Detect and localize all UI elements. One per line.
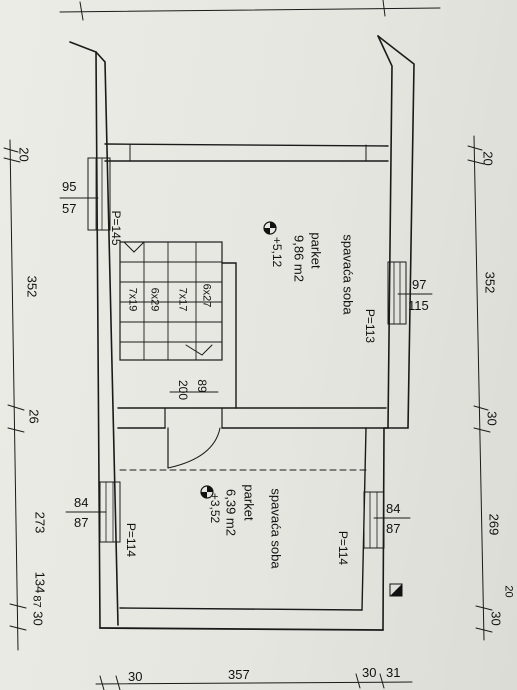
window-right-top-sill: P=113 <box>363 308 377 344</box>
right-dim-4: 269 <box>486 513 502 536</box>
dimension-tick <box>99 675 105 690</box>
door-width: 89 <box>195 379 209 393</box>
top-tick <box>79 1 84 21</box>
dimension-tick <box>355 673 361 689</box>
window-right-top-width: 97 <box>412 277 427 292</box>
room-lower-level: +3,52 <box>208 492 222 524</box>
dimension-tick <box>467 145 483 151</box>
window-right-bottom <box>363 491 385 549</box>
room-upper-name: spavaća soba <box>340 234 356 315</box>
window-left-bottom-sill: P=114 <box>124 522 138 558</box>
dimension-tick <box>473 427 491 433</box>
dimension-tick <box>3 147 19 153</box>
left-dimension-line <box>9 139 19 651</box>
window-right-bottom-width: 84 <box>386 501 401 516</box>
dimension-tick <box>9 603 27 609</box>
right-dimension-line <box>473 135 485 641</box>
left-dim-7: 30 <box>30 611 46 626</box>
partition-wall <box>117 262 237 409</box>
room-lower-floor: parket <box>241 484 257 521</box>
dimension-tick <box>7 404 25 411</box>
dimension-tick <box>475 605 493 611</box>
door-height: 200 <box>176 379 190 401</box>
stair-label-c: 6x29 <box>148 287 161 312</box>
dimension-tick <box>473 405 489 411</box>
window-left-bottom-height: 87 <box>74 515 89 530</box>
dimension-tick <box>467 159 485 165</box>
dimension-tick <box>9 625 27 631</box>
bottom-inner-wall <box>119 607 363 611</box>
window-left-top-width: 95 <box>62 179 77 194</box>
room-upper-level: +5,12 <box>270 236 284 268</box>
left-dim-4: 273 <box>32 511 48 534</box>
stair-label-a: 6x27 <box>200 283 213 308</box>
bottom-dim-4: 31 <box>386 665 401 680</box>
left-outer-wall <box>69 41 101 629</box>
dimension-tick <box>475 627 493 633</box>
stair-block <box>119 241 223 361</box>
level-marker-lower <box>200 485 214 499</box>
right-dim-1: 20 <box>480 151 496 166</box>
right-inner-wall <box>377 35 393 429</box>
top-tick <box>382 0 386 17</box>
dimension-tick <box>7 427 25 433</box>
door-swing-arc <box>167 427 221 469</box>
level-marker-upper <box>263 221 277 235</box>
left-dim-6: 134 <box>32 571 48 594</box>
left-dim-2: 352 <box>24 275 40 298</box>
room-upper-floor: parket <box>308 232 324 269</box>
stair-arrow <box>123 241 145 253</box>
stair-label-d: 7x19 <box>126 287 139 312</box>
dimension-tick <box>115 675 121 690</box>
room-lower-area: 6,39 m2 <box>223 489 239 536</box>
window-left-top <box>87 157 111 231</box>
left-dim-3: 26 <box>26 409 42 424</box>
dimension-tick <box>379 673 385 689</box>
window-left-top-height: 57 <box>62 201 77 216</box>
bottom-dimension-line <box>95 681 413 685</box>
window-left-bottom-width: 84 <box>74 495 89 510</box>
right-dim-5: 30 <box>488 611 504 626</box>
room-upper-area: 9,86 m2 <box>291 235 307 282</box>
top-beam <box>104 143 389 147</box>
bottom-dim-1: 30 <box>128 669 143 684</box>
window-right-bottom-sill: P=114 <box>336 530 350 566</box>
bottom-dim-3: 30 <box>362 665 377 680</box>
stair-arrow <box>185 344 213 356</box>
window-right-top-height: 115 <box>408 298 429 313</box>
window-right-top <box>387 261 407 325</box>
left-inner-wall <box>95 51 119 626</box>
bottom-dim-2: 357 <box>228 667 250 682</box>
room-lower-name: spavaća soba <box>268 488 284 569</box>
stair-label-b: 7x17 <box>176 287 189 312</box>
chimney-symbol <box>389 583 403 597</box>
right-outer-wall <box>377 35 415 631</box>
bottom-outer-wall <box>99 627 384 631</box>
top-border-line <box>59 7 441 13</box>
dimension-tick <box>3 157 21 163</box>
right-dim-2: 352 <box>482 271 498 294</box>
left-dim-1: 20 <box>16 147 32 162</box>
right-dim-6: 20 <box>502 585 515 598</box>
window-left-top-sill: P=145 <box>109 210 123 246</box>
right-dim-3: 30 <box>484 411 500 426</box>
window-right-bottom-height: 87 <box>386 521 401 536</box>
